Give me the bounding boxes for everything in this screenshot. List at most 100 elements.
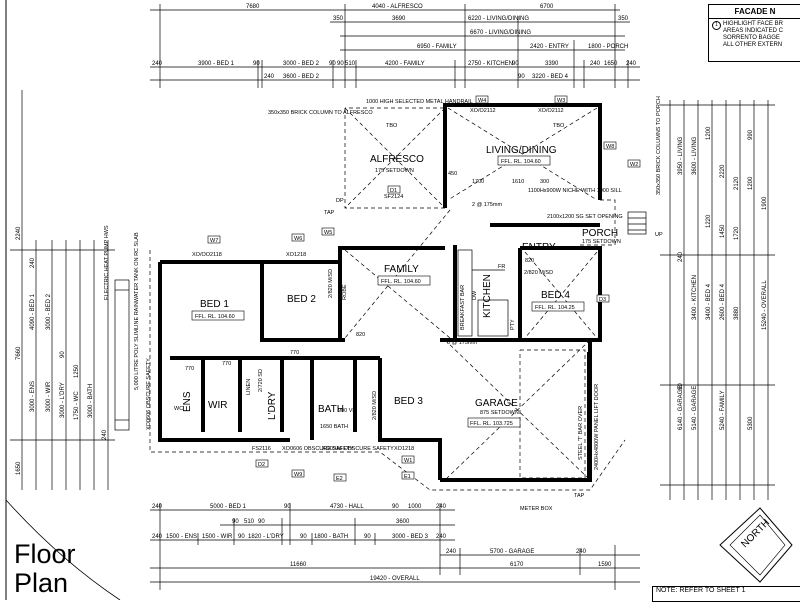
dim-right-garage: 6140 - GARAGE	[678, 386, 684, 430]
label-steel-lintel: STEEL 'T' BAR OVER	[578, 406, 584, 460]
title-line-1: Floor	[14, 539, 76, 569]
dim-right-1450: 1450	[720, 224, 726, 238]
dim-left-240b: 240	[102, 429, 108, 440]
right-dimension-lines: 3950 - LIVING 3600 - LIVING 1200 2220 21…	[660, 100, 775, 500]
label-450: 450	[448, 171, 457, 177]
facade-line-3: SORRENTO BAGGE	[723, 35, 780, 41]
dim-bot-90b: 90	[392, 504, 399, 510]
dim-right-living: 3950 - LIVING	[678, 136, 684, 175]
dim-right-1220: 1220	[706, 214, 712, 228]
label-dishwasher: DW	[472, 290, 478, 300]
label-msd-1: 2/820 M/SD	[328, 269, 334, 298]
facade-note-body: 1 HIGHLIGHT FACE BR AREAS INDICATED C SO…	[709, 19, 800, 49]
dim-left-1250: 1250	[74, 364, 80, 378]
dim-right-5300: 5300	[748, 416, 754, 430]
room-bed4: BED 4	[541, 290, 570, 301]
room-garage: GARAGE	[475, 398, 518, 409]
label-window-xo1218b: XO1218	[394, 446, 414, 452]
dim-right-family: 5240 - FAMILY	[720, 390, 726, 430]
label-820a: 820	[356, 332, 365, 338]
dim-bot-1590: 1590	[598, 562, 612, 568]
dim-top-family2: 4200 - FAMILY	[385, 61, 425, 67]
dim-right-1200: 1200	[706, 126, 712, 140]
dim-top-240b: 240	[590, 61, 601, 67]
label-brick-column-alfresco: 350x350 BRICK COLUMN TO ALFRESCO	[268, 110, 373, 116]
tag-w6: W6	[294, 236, 302, 242]
label-window-xo2112a: XO/O2112	[470, 108, 496, 114]
dim-bot-240b: 240	[436, 504, 447, 510]
room-bed4-level: FFL. RL. 104.25	[535, 305, 575, 311]
room-bath-sub: 1650 BATH	[320, 424, 348, 430]
tag-w8: W8	[606, 144, 614, 150]
dim-right-1900: 1900	[762, 196, 768, 210]
drawing-title: Floor Plan	[14, 540, 76, 598]
tag-e2: E2	[336, 476, 343, 482]
dim-bot-240d: 240	[436, 534, 447, 540]
top-dimension-lines: 7680 4040 - ALFRESCO 6700 350 3690 6220 …	[150, 4, 640, 88]
label-msd-2: 2/820 M/SD	[524, 270, 553, 276]
dim-top-porch: 1800 - PORCH	[588, 44, 628, 50]
dim-left-bed2: 3000 - BED 2	[46, 293, 52, 330]
label-brick-column-porch: 350x350 BRICK COLUMNS TO PORCH	[656, 96, 662, 195]
dim-bot-6170: 6170	[510, 562, 524, 568]
tag-w2: W2	[630, 162, 638, 168]
dim-bot-90d: 90	[258, 519, 265, 525]
label-tbo-2: TBO	[553, 123, 565, 129]
tag-e1: E1	[404, 474, 411, 480]
dim-top-240a: 240	[152, 61, 163, 67]
label-770b: 770	[222, 361, 231, 367]
dim-right-bed4b: 2600 - BED 4	[720, 283, 726, 320]
dim-bot-ens: 1500 - ENS	[166, 534, 197, 540]
label-fridge: FR	[498, 264, 505, 270]
facade-line-4: ALL OTHER EXTERN	[723, 42, 783, 48]
dim-bot-90e: 90	[238, 534, 245, 540]
dim-left-240: 240	[30, 257, 36, 268]
label-1700: 1700	[472, 179, 484, 185]
room-bed1: BED 1	[200, 299, 229, 310]
room-family: FAMILY	[384, 264, 419, 275]
room-garage-level: FFL. RL. 103.725	[470, 421, 513, 427]
room-entry: ENTRY	[522, 242, 556, 253]
label-tap-bottom: TAP	[574, 493, 585, 499]
label-garage-door: 2400Hx4800W PANEL LIFT DOOR	[594, 384, 600, 470]
label-steps-1: 2 @ 175mm	[472, 202, 502, 208]
dim-top-240c: 240	[626, 61, 637, 67]
label-820b: 820	[525, 258, 534, 264]
dim-left-bed1: 4090 - BED 1	[30, 293, 36, 330]
dim-top-bed1: 3900 - BED 1	[198, 61, 235, 67]
room-wc: WC	[174, 406, 183, 412]
dim-left-2240: 2240	[16, 226, 22, 240]
dim-right-garage2: 5140 - GARAGE	[692, 386, 698, 430]
room-porch-sub: 175 SETDOWN	[582, 239, 621, 245]
dim-bot-90c: 90	[232, 519, 239, 525]
dim-top-3690: 3690	[392, 16, 406, 22]
dim-top-240d: 240	[264, 74, 275, 80]
dim-top-bed2: 3000 - BED 2	[283, 61, 320, 67]
dim-top-kitchen: 2750 - KITCHEN	[468, 61, 513, 67]
dim-bot-ldry: 1820 - L'DRY	[248, 534, 284, 540]
dim-bot-90a: 90	[284, 504, 291, 510]
dim-top-bed4: 3220 - BED 4	[532, 74, 569, 80]
tag-w1: W1	[404, 458, 412, 464]
dim-top-entry: 2420 - ENTRY	[530, 44, 569, 50]
dim-bot-240a: 240	[152, 504, 163, 510]
dim-top-family: 6950 - FAMILY	[417, 44, 457, 50]
label-300: 300	[540, 179, 549, 185]
room-alfresco-sub: 175 SETDOWN	[375, 168, 414, 174]
label-niche: 1100Hx900W NICHE WITH 1000 SILL	[528, 188, 622, 194]
north-arrow-icon: NORTH	[719, 507, 793, 583]
sheet-curve	[5, 499, 121, 600]
label-900vb: 900 VB	[338, 408, 356, 414]
label-tbo-1: TBO	[386, 123, 398, 129]
label-1610: 1610	[512, 179, 524, 185]
tag-w3: W3	[557, 98, 565, 104]
label-sd: 2/720 SD	[258, 369, 264, 392]
facade-line-1: HIGHLIGHT FACE BR	[723, 21, 783, 27]
facade-line-2: AREAS INDICATED C	[723, 28, 783, 34]
dim-top-6700: 6700	[540, 4, 554, 10]
dim-bot-11660: 11660	[290, 562, 307, 568]
dim-right-overall: 15240 - OVERALL	[762, 280, 768, 330]
label-window-xo2118: XO/OO2118	[192, 252, 222, 258]
dim-bot-510: 510	[244, 519, 255, 525]
